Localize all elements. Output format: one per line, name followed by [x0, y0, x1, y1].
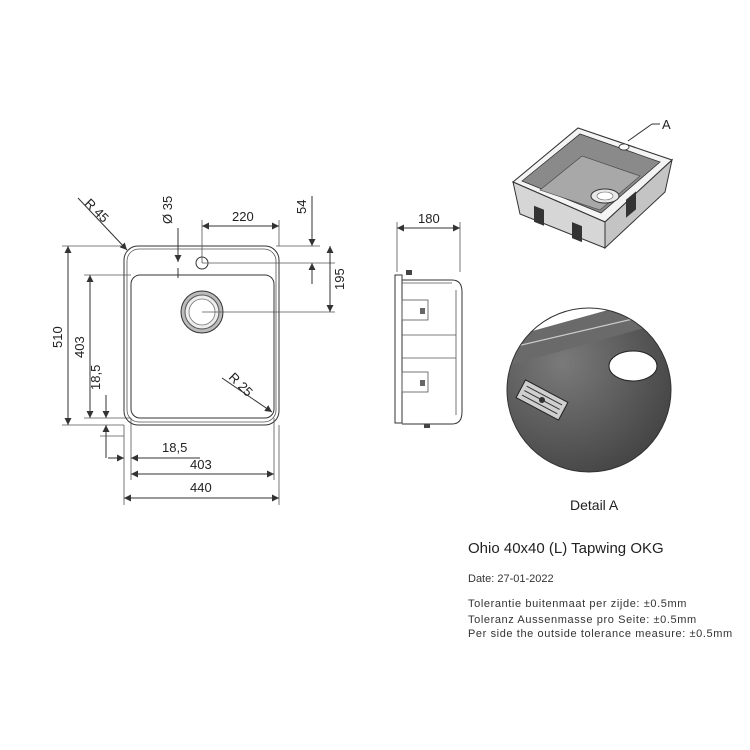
sink-inner-rim [126, 248, 277, 423]
dim-18-5-vertical: 18,5 [88, 365, 103, 390]
side-clip-bottom [401, 371, 429, 393]
side-clip-top [401, 299, 429, 321]
dim-403-horizontal: 403 [190, 457, 212, 472]
bowl-outline [130, 274, 275, 419]
dim-diameter-35: Ø 35 [160, 196, 175, 224]
detail-callout: A [662, 117, 671, 132]
top-view: R 45 Ø 35 220 54 195 510 403 18,5 R 25 1… [50, 196, 347, 505]
dim-r25: R 25 [226, 370, 256, 400]
dim-220: 220 [232, 209, 254, 224]
sink-outline [123, 245, 280, 426]
side-view: 180 [394, 211, 463, 428]
dim-r45: R 45 [82, 196, 112, 226]
side-flange [394, 274, 403, 424]
dim-440: 440 [190, 480, 212, 495]
tolerance-en: Per side the outside tolerance measure: … [468, 628, 733, 640]
dim-195: 195 [332, 268, 347, 290]
isometric-view: A [511, 117, 674, 250]
tolerance-de: Toleranz Aussenmasse pro Seite: ±0.5mm [468, 614, 697, 626]
detail-tap-hole [608, 350, 658, 382]
drawing-date: Date: 27-01-2022 [468, 573, 554, 585]
iso-front-right [604, 158, 673, 250]
dim-18-5-horizontal: 18,5 [162, 440, 187, 455]
iso-tap-hole [618, 143, 630, 151]
detail-a [506, 307, 672, 473]
dim-510: 510 [50, 326, 65, 348]
product-title: Ohio 40x40 (L) Tapwing OKG [468, 540, 664, 557]
detail-label: Detail A [570, 497, 619, 513]
tolerance-nl: Tolerantie buitenmaat per zijde: ±0.5mm [468, 598, 687, 610]
detail-bracket [515, 379, 569, 421]
dim-54: 54 [294, 200, 309, 214]
dim-180: 180 [418, 211, 440, 226]
side-body [402, 279, 463, 425]
dim-403-vertical: 403 [72, 336, 87, 358]
